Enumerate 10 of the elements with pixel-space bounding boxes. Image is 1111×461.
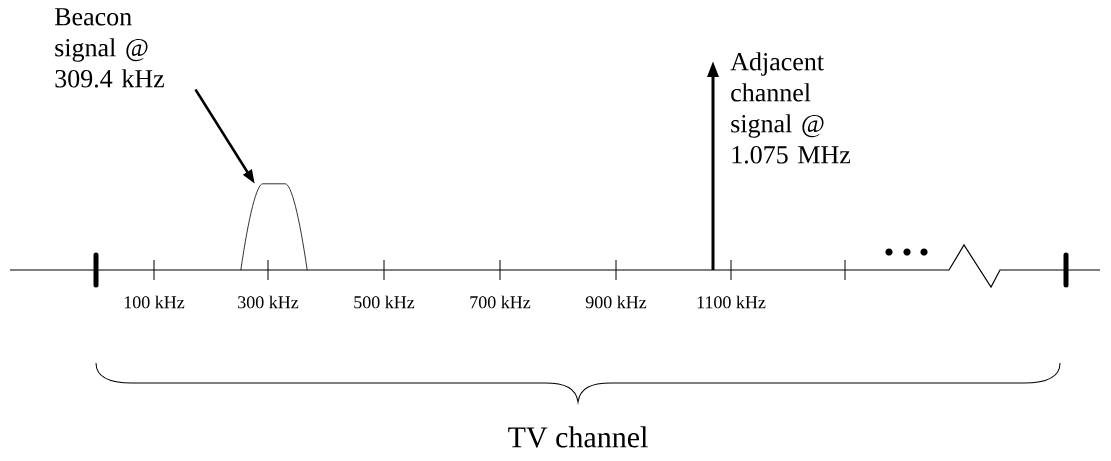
callout-text: Adjacent channel signal @ 1.075 MHz <box>730 52 851 164</box>
signal-spectrum-shape <box>240 183 308 271</box>
tick-label: 100 kHz <box>124 295 185 309</box>
callout-text: Beacon signal @ 309.4 kHz <box>54 8 164 88</box>
tick-label: 300 kHz <box>238 295 299 309</box>
tick-label: 500 kHz <box>354 295 415 309</box>
tick-label: 700 kHz <box>470 295 531 309</box>
tick-label: 900 kHz <box>585 295 647 309</box>
tick-label: 1100 kHz <box>697 295 766 309</box>
caption: TV channel <box>508 426 648 448</box>
